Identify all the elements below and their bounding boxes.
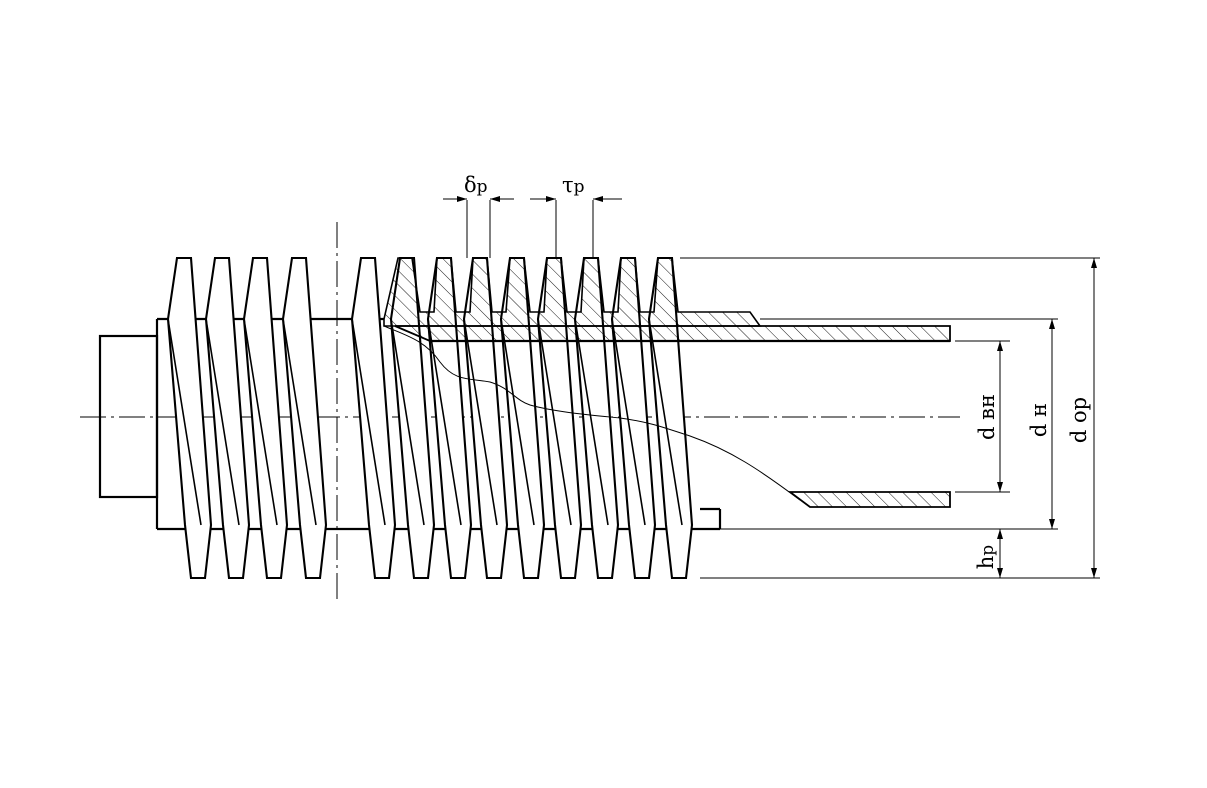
fin-edge-1: [167, 318, 202, 526]
fin-pitch-dimension: τр: [530, 173, 622, 258]
fin-thickness-label: δр: [464, 173, 488, 197]
fin-height-label: hр: [974, 545, 998, 570]
fin-edge-10: [537, 318, 572, 526]
tube-wall-section-bottom: [787, 491, 951, 508]
fin-2: [204, 256, 251, 580]
fin-edge-9: [500, 318, 535, 526]
sectioned-fins: [383, 257, 762, 327]
break-line: [383, 325, 801, 501]
fin-4: [281, 256, 328, 580]
fin-edge-13: [648, 318, 683, 526]
fin-edge-5: [351, 318, 386, 526]
fin-edge-6: [390, 318, 425, 526]
fin-edge-11: [574, 318, 609, 526]
tube-wall-section-top: [394, 325, 951, 342]
fin-diameter-label: d ор: [1067, 397, 1091, 443]
fin-edge-4: [282, 318, 317, 526]
fin-pitch-label: τр: [562, 173, 585, 197]
inner-diameter-label: d вн: [975, 394, 999, 440]
outer-diameter-label: d н: [1027, 403, 1051, 437]
helical-fins: [166, 256, 694, 580]
fin-1: [166, 256, 213, 580]
fin-edge-12: [611, 318, 646, 526]
fin-3: [242, 256, 289, 580]
fin-thickness-dimension: δр: [443, 173, 514, 258]
fin-edge-2: [205, 318, 240, 526]
fin-edge-8: [463, 318, 498, 526]
fin-edge-3: [243, 318, 278, 526]
fin-5: [350, 256, 397, 580]
